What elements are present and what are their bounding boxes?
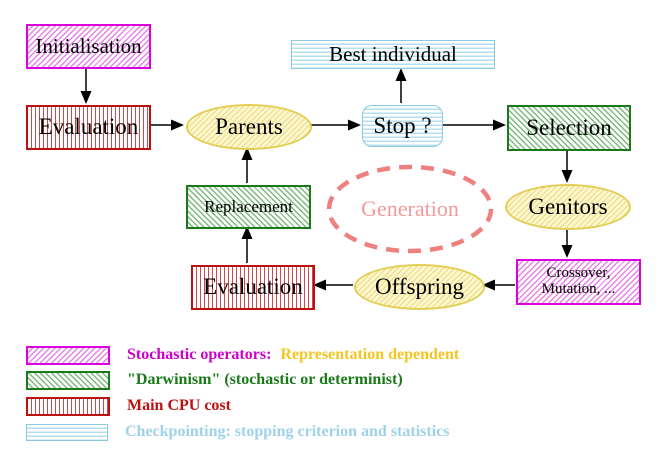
node-replacement: Replacement — [186, 185, 311, 229]
node-evaluation-bottom-label: Evaluation — [203, 274, 303, 300]
legend-label-darwinism: "Darwinism" (stochastic or determinist) — [127, 371, 403, 388]
node-stop: Stop ? — [362, 105, 443, 147]
legend-label-checkpointing: Checkpointing: stopping criterion and st… — [125, 423, 450, 440]
node-parents-label: Parents — [215, 113, 283, 139]
node-selection-label: Selection — [526, 114, 612, 140]
node-stop-label: Stop ? — [373, 112, 432, 138]
legend-swatch-main-cpu-cost — [26, 396, 110, 416]
node-crossover-line2: Mutation, ... — [541, 281, 616, 297]
node-offspring-label: Offspring — [374, 273, 464, 299]
node-parents: Parents — [186, 104, 312, 150]
node-genitors: Genitors — [505, 184, 631, 230]
legend-label-main-cpu-cost: Main CPU cost — [127, 397, 231, 414]
node-initialisation-label: Initialisation — [35, 34, 142, 59]
node-crossover-mutation: Crossover, Mutation, ... — [516, 259, 641, 305]
legend-row-darwinism: "Darwinism" (stochastic or determinist) — [26, 370, 403, 390]
node-evaluation-bottom: Evaluation — [191, 265, 315, 310]
legend-label-stochastic-operators: Stochastic operators: — [127, 346, 272, 363]
node-replacement-label: Replacement — [204, 197, 293, 217]
node-evaluation-top: Evaluation — [26, 105, 151, 150]
node-selection: Selection — [507, 105, 631, 151]
node-evaluation-top-label: Evaluation — [38, 114, 139, 140]
node-best-individual-label: Best individual — [329, 42, 457, 67]
node-crossover-line1: Crossover, — [546, 265, 611, 282]
node-genitors-label: Genitors — [528, 193, 608, 219]
legend-swatch-darwinism — [26, 370, 110, 390]
legend-row-main-cpu-cost: Main CPU cost — [26, 396, 231, 416]
node-best-individual: Best individual — [291, 40, 495, 69]
legend-label-representation-dependent: Representation dependent — [280, 346, 460, 363]
node-initialisation: Initialisation — [26, 24, 151, 69]
legend-row-checkpointing: Checkpointing: stopping criterion and st… — [26, 423, 450, 441]
legend-row-stochastic-operators: Stochastic operators: Representation dep… — [26, 345, 460, 365]
node-offspring: Offspring — [354, 264, 485, 310]
legend-swatch-stochastic-operators — [26, 345, 110, 365]
generation-loop-label: Generation — [361, 196, 459, 222]
legend-swatch-checkpointing — [26, 423, 108, 441]
